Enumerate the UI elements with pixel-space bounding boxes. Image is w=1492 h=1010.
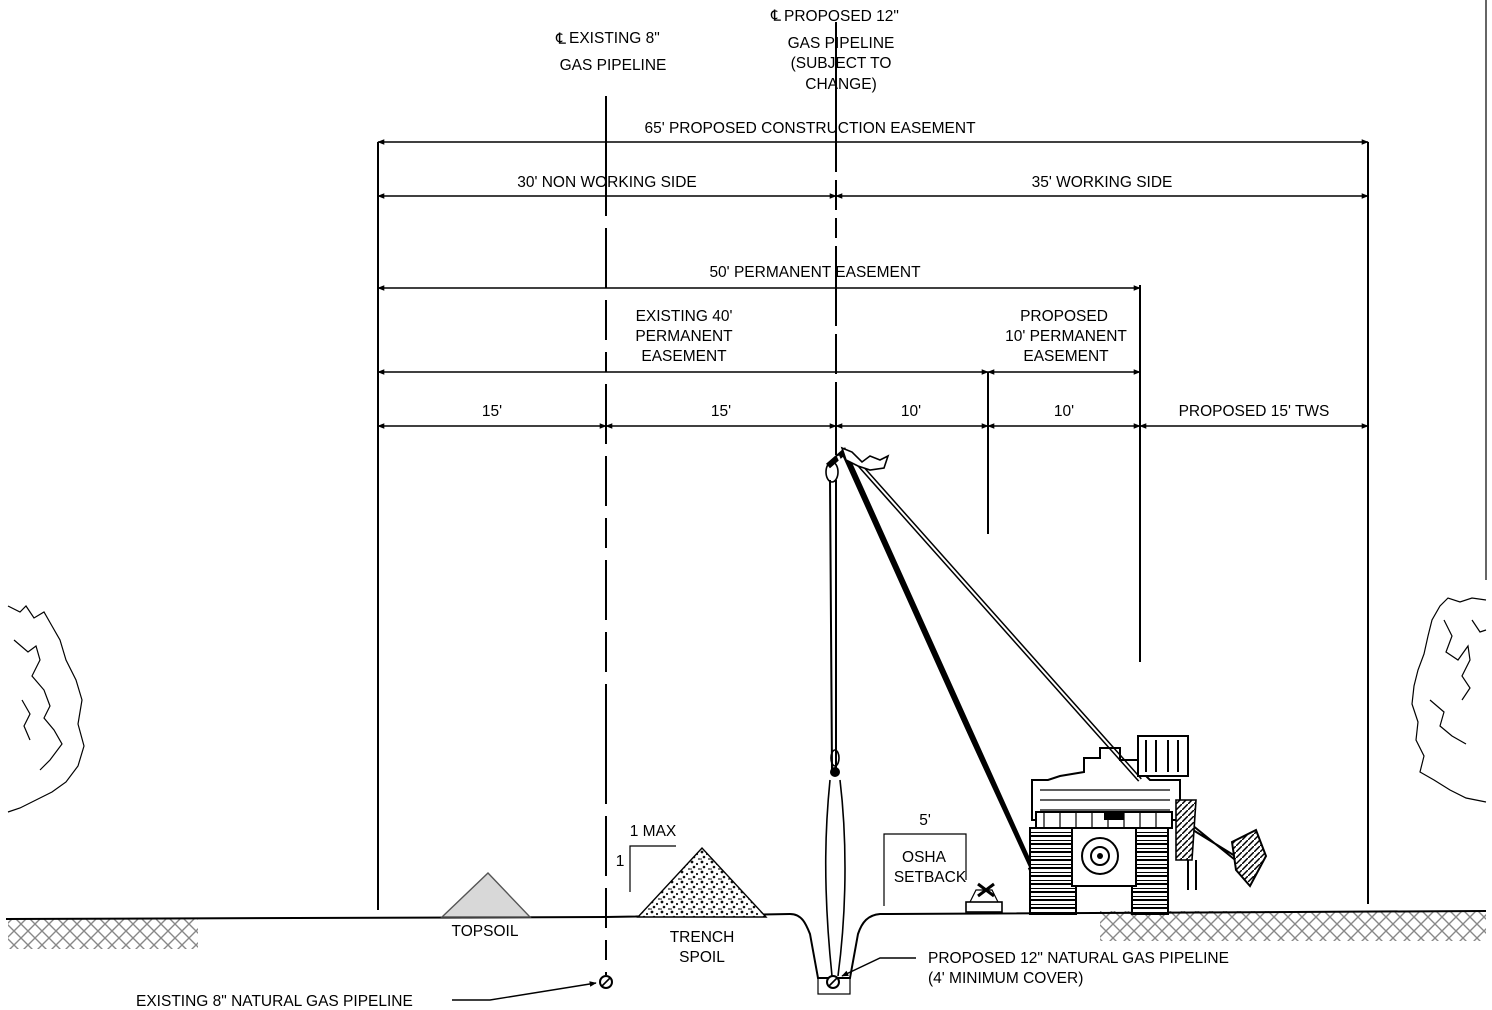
- proposed-permanent-label-2: 10' PERMANENT: [1005, 328, 1127, 345]
- trench-spoil-pile: [636, 846, 768, 918]
- existing-centerline-label-2: GAS PIPELINE: [560, 57, 667, 74]
- proposed-centerline-label-2: GAS PIPELINE: [788, 35, 895, 52]
- slope-indicator: [629, 845, 676, 892]
- segment-label-4: 10': [1054, 403, 1074, 420]
- osha-label-2: SETBACK: [894, 869, 967, 886]
- proposed-centerline-label-4: CHANGE): [805, 76, 876, 93]
- proposed-centerline-label-3: (SUBJECT TO: [791, 55, 892, 72]
- existing-pipeline-leader: [452, 981, 597, 1001]
- osha-width-label: 5': [919, 812, 931, 829]
- existing-centerline-label-1: EXISTING 8": [569, 30, 660, 47]
- proposed-pipe-symbol: [826, 975, 840, 989]
- non-working-side-label: 30' NON WORKING SIDE: [517, 174, 697, 191]
- existing-permanent-label-2: PERMANENT: [635, 328, 733, 345]
- proposed-pipeline-leader: [841, 957, 916, 977]
- segment-label-5: PROPOSED 15' TWS: [1179, 403, 1330, 420]
- existing-pipe-symbol: [599, 975, 613, 989]
- construction-easement-label: 65' PROPOSED CONSTRUCTION EASEMENT: [644, 120, 976, 137]
- pipe-on-skids-icon: [965, 882, 1003, 913]
- tree-right-icon: [1411, 597, 1487, 803]
- proposed-pipeline-callout-1: PROPOSED 12" NATURAL GAS PIPELINE: [928, 950, 1229, 967]
- trench-spoil-label-1: TRENCH: [670, 929, 735, 946]
- proposed-centerline-symbol: ℄: [770, 8, 782, 25]
- segment-label-3: 10': [901, 403, 921, 420]
- slope-run-label: 1 MAX: [630, 823, 677, 840]
- proposed-centerline-label-1: PROPOSED 12": [784, 8, 899, 25]
- proposed-permanent-label-3: EASEMENT: [1023, 348, 1109, 365]
- soil-hatch-left: [8, 919, 198, 949]
- slope-rise-label: 1: [616, 853, 625, 870]
- existing-pipeline-callout: EXISTING 8" NATURAL GAS PIPELINE: [136, 993, 413, 1010]
- sideboom-tractor-icon: [824, 446, 1268, 977]
- existing-permanent-label-1: EXISTING 40': [636, 308, 733, 325]
- segment-label-2: 15': [711, 403, 731, 420]
- osha-label-1: OSHA: [902, 849, 947, 866]
- proposed-pipeline-callout-2: (4' MINIMUM COVER): [928, 970, 1083, 987]
- existing-centerline-symbol: ℄: [555, 31, 567, 48]
- tree-left-icon: [7, 605, 85, 813]
- topsoil-pile: [440, 872, 532, 918]
- permanent-easement-label: 50' PERMANENT EASEMENT: [709, 264, 921, 281]
- osha-setback-bracket: [883, 833, 967, 906]
- proposed-permanent-label-1: PROPOSED: [1020, 308, 1108, 325]
- trench-spoil-label-2: SPOIL: [679, 949, 725, 966]
- working-side-label: 35' WORKING SIDE: [1032, 174, 1173, 191]
- soil-hatch-right: [1100, 911, 1486, 941]
- topsoil-label: TOPSOIL: [452, 923, 519, 940]
- segment-label-1: 15': [482, 403, 502, 420]
- existing-permanent-label-3: EASEMENT: [641, 348, 727, 365]
